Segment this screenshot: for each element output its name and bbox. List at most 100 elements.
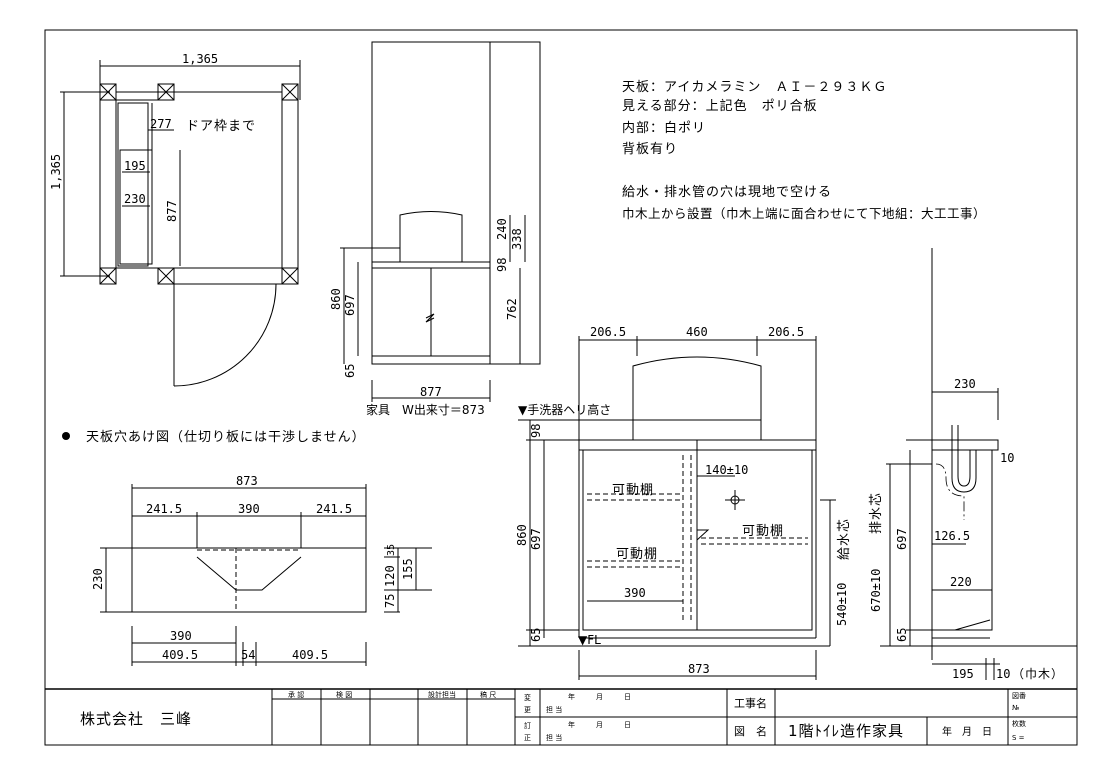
note-pipe-holes: 給水・排水管の穴は現地で空ける — [622, 185, 832, 200]
tb-scale: S = — [1012, 734, 1025, 742]
hp-155: 155 — [401, 558, 415, 580]
tb-revise1: 訂 — [524, 721, 531, 730]
title-block: 株式会社 三峰 承 認 検 図 設計担当 稿 尺 変 更 訂 正 年 月 日 担… — [45, 688, 1077, 745]
hp-54: 54 — [241, 648, 255, 662]
tb-month2: 月 — [596, 721, 603, 729]
hp-120: 120 — [383, 565, 397, 587]
note-interior: 内部：白ポリ — [622, 120, 706, 136]
tb-change2: 更 — [524, 706, 531, 714]
tb-year2: 年 — [568, 720, 575, 729]
fe-390: 390 — [624, 586, 646, 600]
side-697: 697 — [895, 528, 909, 550]
hp-873: 873 — [236, 474, 258, 488]
fe-basin-label: ▼手洗器ヘリ高さ — [518, 402, 611, 417]
side-65: 65 — [895, 628, 909, 642]
side-195: 195 — [952, 667, 974, 681]
tb-drawing-label: 図 名 — [734, 724, 767, 738]
se-762: 762 — [505, 298, 519, 320]
side-10b: 10 — [996, 667, 1010, 681]
se-65: 65 — [343, 364, 357, 378]
side-1265: 126.5 — [934, 529, 970, 543]
tb-month: 月 — [596, 693, 603, 701]
tb-year: 年 — [568, 692, 575, 701]
side-drain: 排水芯 — [869, 492, 884, 534]
side-230: 230 — [954, 377, 976, 391]
front-elevation: 206.5 460 206.5 ▼手洗器ヘリ高さ 可動棚 可動棚 可動棚 390… — [515, 325, 852, 680]
sheet-border — [44, 29, 1078, 746]
plan-door-label: ドア枠まで — [186, 119, 256, 134]
se-caption: 家具 W出来寸＝873 — [366, 402, 485, 417]
side-10: 10 — [1000, 451, 1014, 465]
plan-view: 1,365 1,365 277 ドア枠まで 195 230 8 — [49, 52, 301, 387]
tb-project-label: 工事名 — [734, 696, 767, 710]
tb-day2: 日 — [624, 721, 631, 729]
tb-drawing-name: 1階ﾄｲﾚ造作家具 — [788, 722, 904, 740]
se-860: 860 — [329, 288, 343, 310]
side-220: 220 — [950, 575, 972, 589]
tb-sheets: 枚数 — [1012, 719, 1026, 728]
hp-2415b: 241.5 — [316, 502, 352, 516]
se-338: 338 — [510, 228, 524, 250]
note-visible-part: 見える部分：上記色 ポリ合板 — [622, 98, 818, 114]
hp-75: 75 — [383, 594, 397, 608]
side-elevation: 230 10 126.5 220 排水芯 670±10 697 65 195 1… — [869, 248, 1077, 681]
tb-charge2: 担 当 — [546, 733, 562, 742]
fe-460: 460 — [686, 325, 708, 339]
fe-65: 65 — [529, 628, 543, 642]
hp-b390: 390 — [170, 629, 192, 643]
fe-shelf3: 可動棚 — [742, 524, 784, 539]
tb-drawing-no: 図番 — [1012, 692, 1026, 700]
se-98: 98 — [495, 258, 509, 272]
hp-35: 35 — [386, 544, 397, 556]
plan-195-label: 195 — [124, 159, 146, 173]
plan-width-label: 1,365 — [182, 52, 218, 66]
fe-860: 860 — [515, 524, 529, 546]
bullet-icon — [62, 432, 70, 440]
se-697: 697 — [343, 294, 357, 316]
note-install: 巾木上から設置（巾木上端に面合わせにて下地組：大工工事） — [622, 206, 986, 221]
fe-540: 540±10 — [835, 583, 849, 626]
side-670: 670±10 — [869, 569, 883, 612]
company-name: 株式会社 三峰 — [80, 710, 192, 728]
fe-140: 140±10 — [705, 463, 748, 477]
note-back-board: 背板有り — [622, 142, 678, 157]
fe-98: 98 — [529, 424, 543, 438]
fe-2065a: 206.5 — [590, 325, 626, 339]
tb-approve: 承 認 — [288, 690, 304, 699]
fe-shelf1: 可動棚 — [612, 483, 654, 498]
fe-fl: ▼FL — [578, 633, 601, 647]
tb-charge: 担 当 — [546, 705, 562, 714]
tb-date: 年 月 日 — [942, 725, 992, 738]
fe-697: 697 — [529, 528, 543, 550]
hp-2415a: 241.5 — [146, 502, 182, 516]
side-haba: （巾木） — [1012, 667, 1064, 681]
tb-revise2: 正 — [524, 734, 531, 742]
fe-873: 873 — [688, 662, 710, 676]
tb-day: 日 — [624, 693, 631, 701]
hp-230: 230 — [91, 568, 105, 590]
small-elevation: 860 697 65 240 338 98 762 877 家具 W出来寸＝87… — [329, 41, 541, 417]
se-877: 877 — [420, 385, 442, 399]
fe-supply: 給水芯 — [837, 518, 852, 560]
tb-change1: 変 — [524, 693, 531, 702]
tb-design: 設計担当 — [428, 690, 456, 699]
tb-check: 検 図 — [336, 690, 352, 699]
note-top-board: 天板：アイカメラミン ＡＩ－２９３ＫＧ — [622, 80, 887, 95]
spec-notes: 天板：アイカメラミン ＡＩ－２９３ＫＧ 見える部分：上記色 ポリ合板 内部：白ポ… — [622, 80, 986, 221]
se-240: 240 — [495, 218, 509, 240]
plan-877-label: 877 — [165, 200, 179, 222]
hp-4095a: 409.5 — [162, 648, 198, 662]
plan-277-label: 277 — [150, 117, 172, 131]
fe-2065b: 206.5 — [768, 325, 804, 339]
hp-4095b: 409.5 — [292, 648, 328, 662]
hp-390: 390 — [238, 502, 260, 516]
hole-plan-title: 天板穴あけ図（仕切り板には干渉しません） — [86, 430, 366, 445]
plan-depth-label: 1,365 — [49, 154, 63, 190]
plan-230-label: 230 — [124, 192, 146, 206]
tb-draw: 稿 尺 — [480, 690, 496, 699]
hole-plan: 天板穴あけ図（仕切り板には干渉しません） 873 241.5 390 241.5… — [62, 430, 432, 666]
fe-shelf2: 可動棚 — [616, 547, 658, 562]
tb-no: № — [1012, 704, 1019, 712]
